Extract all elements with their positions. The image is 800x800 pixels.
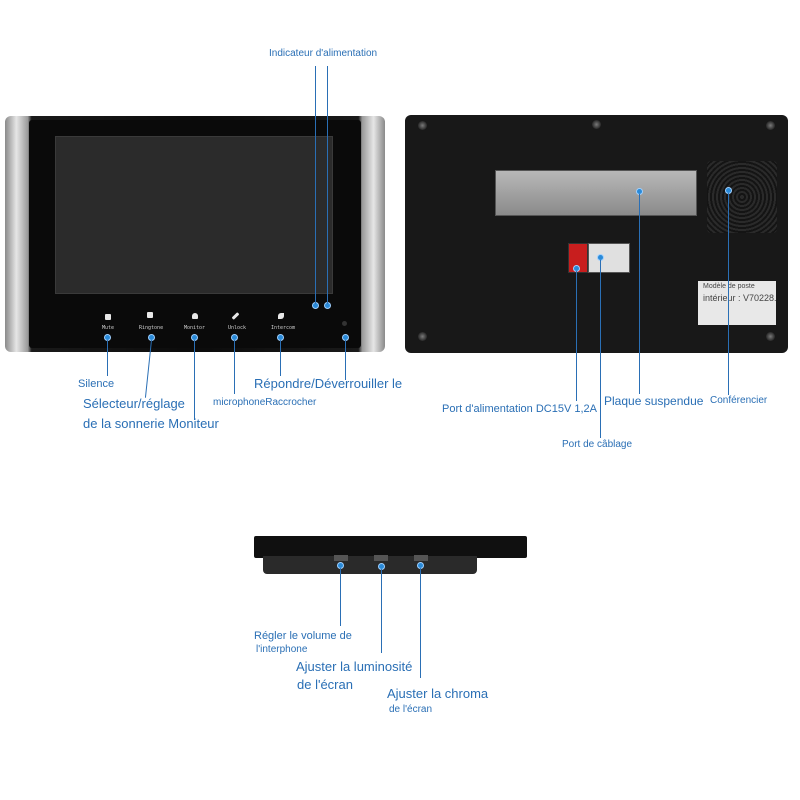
brightness-label-line1: Ajuster la luminosité [296, 659, 413, 674]
hanging-plate [495, 170, 697, 216]
model-sticker: Modèle de poste intérieur : V70228. [698, 281, 777, 325]
intercom-button-label: Intercom [271, 325, 296, 331]
back-monitor: Modèle de poste intérieur : V70228. [405, 115, 788, 353]
power-port-leader [576, 271, 577, 401]
screw-top-left [418, 121, 427, 130]
unlock-button-label: Unlock [228, 325, 247, 331]
phone-icon [278, 313, 284, 319]
brightness-label-line2: de l'écran [297, 677, 353, 692]
model-sticker-line2: intérieur : V70228. [703, 293, 777, 303]
side-knob-brightness [374, 555, 388, 561]
intercom-volume-label-line1: Régler le volume de [254, 630, 352, 642]
brightness-leader [381, 569, 382, 653]
screw-top-center [592, 120, 601, 129]
side-view-base [263, 556, 477, 574]
microphone-hangup-label: microphoneRaccrocher [213, 397, 317, 408]
mute-icon [105, 314, 111, 320]
intercom-volume-label-line2: l'interphone [256, 644, 308, 655]
silence-leader [107, 340, 108, 376]
wiring-port-label: Port de câblage [562, 439, 633, 450]
hanging-plate-label: Plaque suspendue [604, 394, 704, 408]
wiring-port-leader [600, 260, 601, 438]
screw-top-right [766, 121, 775, 130]
silence-label: Silence [78, 378, 115, 390]
monitor-icon [192, 313, 198, 319]
power-port-label: Port d'alimentation DC15V 1,2A [442, 403, 597, 415]
chroma-leader [420, 568, 421, 678]
ringtone-icon [147, 312, 153, 318]
front-monitor: Mute Ringtone Monitor Unlock Intercom [5, 116, 385, 352]
side-knob-volume [334, 555, 348, 561]
side-view-monitor [254, 536, 527, 558]
screw-bottom-right [766, 332, 775, 341]
ringtone-button-label: Ringtone [139, 325, 164, 331]
screw-bottom-left [418, 332, 427, 341]
intercom-leader [280, 340, 281, 376]
power-indicator-label: Indicateur d'alimentation [269, 48, 378, 59]
answer-unlock-label: Répondre/Déverrouiller le [254, 376, 403, 391]
power-indicator-leader-1 [315, 66, 316, 304]
hanging-plate-leader [639, 194, 640, 394]
speaker-label: Conférencier [710, 395, 768, 406]
speaker-leader [728, 193, 729, 395]
microphone-hole [342, 321, 347, 326]
wiring-terminal [588, 243, 630, 273]
microphone-leader [345, 340, 346, 380]
volume-leader [340, 568, 341, 626]
monitor-button-label: Monitor [184, 325, 206, 331]
unlock-leader [234, 340, 235, 394]
side-knob-chroma [414, 555, 428, 561]
speaker-grille [707, 161, 777, 233]
ringtone-selector-label-line1: Sélecteur/réglage [83, 396, 185, 411]
mute-button-label: Mute [102, 325, 115, 331]
ringtone-selector-label-line2: de la sonnerie Moniteur [83, 416, 219, 431]
power-indicator-leader-2 [327, 66, 328, 304]
monitor-leader [194, 340, 195, 420]
monitor-screen [55, 136, 333, 294]
chroma-label-line2: de l'écran [389, 704, 433, 715]
chroma-label-line1: Ajuster la chroma [387, 686, 489, 701]
